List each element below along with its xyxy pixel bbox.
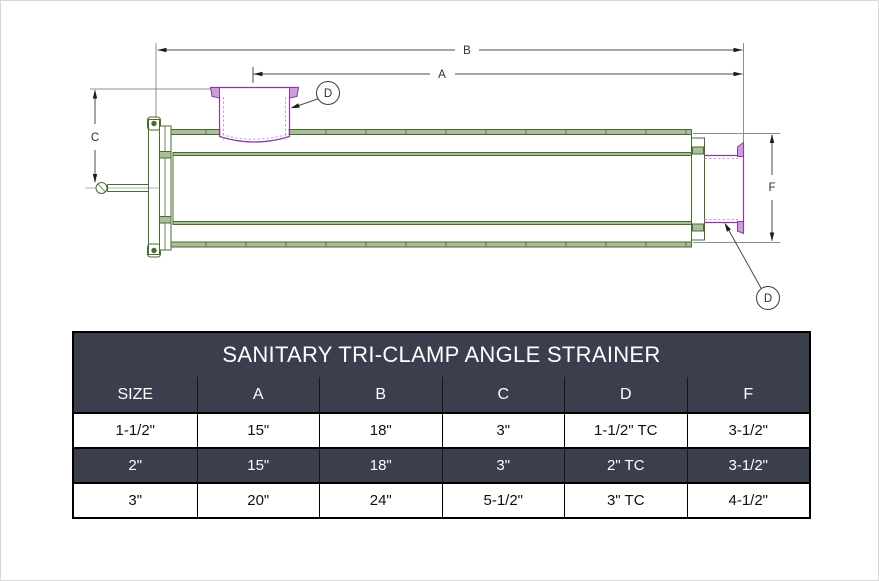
spec-table: SANITARY TRI-CLAMP ANGLE STRAINER SIZE A… xyxy=(72,331,811,519)
cell-size: 3" xyxy=(128,492,143,509)
table-row: 3" 20" 24" 5-1/2" 3" TC 4-1/2" xyxy=(74,482,809,517)
cell-d: 1-1/2" TC xyxy=(564,414,687,447)
d-balloon-top: D xyxy=(290,81,340,109)
inlet-port xyxy=(209,86,300,143)
d-balloon-bottom: D xyxy=(724,222,780,310)
end-cap xyxy=(148,119,160,255)
cell-d: 2" TC xyxy=(564,449,687,482)
dimension-c: C xyxy=(91,89,99,183)
cell-f: 3-1/2" xyxy=(686,414,810,447)
column-header-c: C xyxy=(441,377,565,412)
port-flange-tab-right xyxy=(289,87,300,99)
table-row: 1-1/2" 15" 18" 3" 1-1/2" TC 3-1/2" xyxy=(74,412,809,447)
extension-lines xyxy=(85,43,781,243)
strainer-technical-drawing: B A C F xyxy=(85,43,781,310)
dimension-a: A xyxy=(252,67,743,83)
cell-b: 24" xyxy=(319,484,442,517)
cell-f: 4-1/2" xyxy=(686,484,810,517)
cell-b: 18" xyxy=(319,414,442,447)
ferrule-tab-top xyxy=(737,141,744,157)
port-saddle xyxy=(219,135,290,143)
dimension-b: B xyxy=(157,45,743,57)
d-balloon-bottom-label: D xyxy=(764,293,772,305)
outlet-ferrule xyxy=(704,141,745,235)
dimension-c-label: C xyxy=(91,132,99,144)
cell-f: 3-1/2" xyxy=(686,449,810,482)
dimension-a-label: A xyxy=(438,69,446,81)
table-header-row: SIZE A B C D F xyxy=(74,377,809,412)
column-header-a: A xyxy=(196,377,320,412)
table-row: 2" 15" 18" 3" 2" TC 3-1/2" xyxy=(74,447,809,482)
drain-valve xyxy=(95,182,149,194)
cell-a: 15" xyxy=(196,414,320,447)
port-flange-tab-left xyxy=(209,87,220,99)
column-header-d: D xyxy=(564,377,687,412)
table-title: SANITARY TRI-CLAMP ANGLE STRAINER xyxy=(74,333,809,377)
strainer-element-top xyxy=(172,152,692,156)
cell-size: 1-1/2" xyxy=(115,422,155,439)
outlet-collar xyxy=(691,137,705,241)
cell-b: 18" xyxy=(319,449,442,482)
column-header-b: B xyxy=(319,377,442,412)
dimension-f: F xyxy=(768,134,776,242)
strainer-element-bottom xyxy=(172,221,692,225)
d-balloon-top-label: D xyxy=(324,88,332,100)
column-header-f: F xyxy=(686,377,810,412)
column-header-size: SIZE xyxy=(117,385,154,403)
cell-size: 2" xyxy=(128,457,143,474)
ferrule-tab-bottom xyxy=(737,221,744,235)
shell-bottom-wall xyxy=(170,241,692,248)
dimension-b-label: B xyxy=(463,45,471,57)
cell-c: 5-1/2" xyxy=(441,484,565,517)
cell-a: 20" xyxy=(196,484,320,517)
dimension-f-label: F xyxy=(768,182,775,194)
cell-c: 3" xyxy=(441,449,565,482)
cell-c: 3" xyxy=(441,414,565,447)
cell-a: 15" xyxy=(196,449,320,482)
strainer-body xyxy=(147,116,705,258)
cell-d: 3" TC xyxy=(564,484,687,517)
